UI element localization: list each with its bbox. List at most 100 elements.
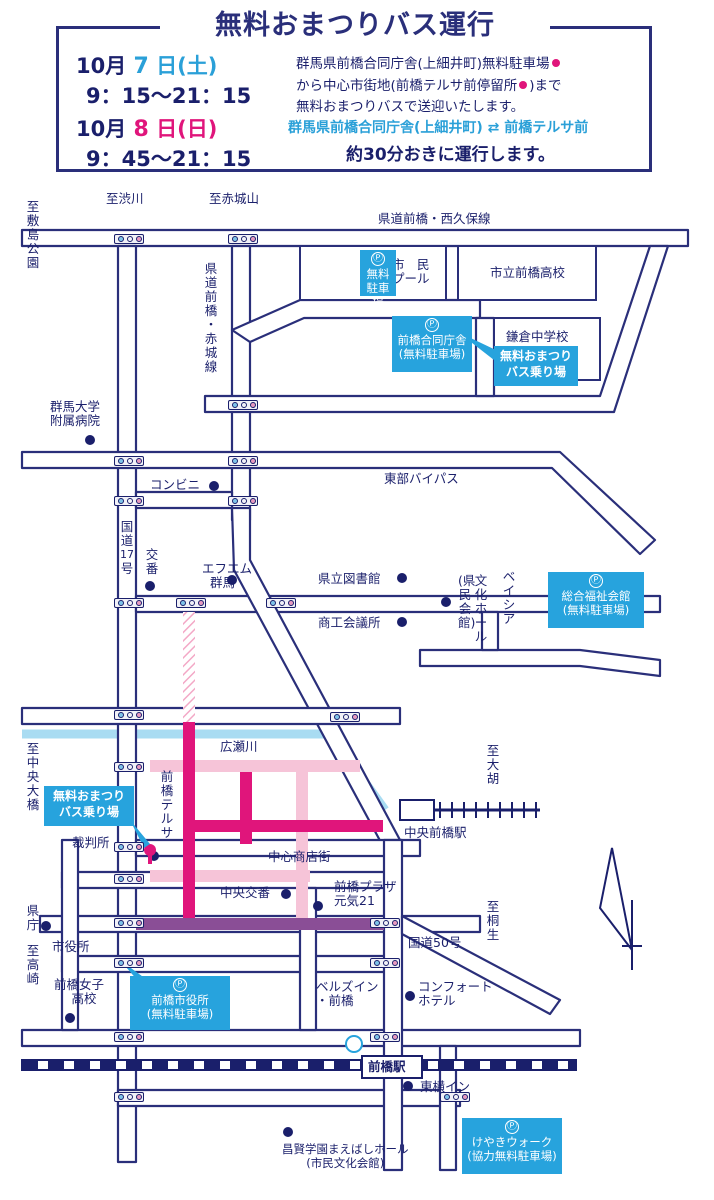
place-beisia-char: イ <box>502 583 516 598</box>
bus-stop-south-line: バス乗り場 <box>58 805 119 819</box>
bus-stop-north-line: バス乗り場 <box>505 365 566 379</box>
dir-shikishima-char: 公 <box>26 241 40 256</box>
place-bunka-char: 文 <box>474 573 488 588</box>
road-tobu-bypass <box>20 450 657 556</box>
road-diagonal-terusa <box>230 506 402 850</box>
desc-line-2-text: から中心市街地(前橋テルサ前停留所 <box>296 78 518 94</box>
label-tobu-bypass: 東部バイパス <box>384 471 459 486</box>
bus-stop-south-line: 無料おまつり <box>52 789 125 803</box>
parking-icon: Ⓟ <box>371 252 385 266</box>
place-fm-line: 群馬 <box>210 575 236 590</box>
place-konbini: コンビニ <box>150 477 201 492</box>
place-beisia-char: ア <box>502 611 516 626</box>
road-konbini-spur <box>134 490 234 510</box>
traffic-signal-icon <box>370 918 400 928</box>
day2-day-unit: 日 <box>156 117 178 141</box>
dir-shikishima: 至敷島公園 <box>26 200 40 270</box>
dir-ogo: 至大胡 <box>486 744 500 786</box>
label-kokudo50: 国道50号 <box>408 935 462 950</box>
place-ichiritsu-hs: 市立前橋高校 <box>490 265 566 280</box>
pin-icon <box>519 81 528 89</box>
marker-comfort <box>405 991 415 1001</box>
dir-kiryu-char: 生 <box>486 927 500 942</box>
traffic-signal-icon <box>114 598 144 608</box>
place-pool-line: 市 民 <box>392 257 430 272</box>
parking-shiyakusho-line: (無料駐車場) <box>146 1007 214 1021</box>
traffic-signal-icon <box>114 456 144 466</box>
place-beisia-char: シ <box>502 597 516 612</box>
label-kendo-akagi-char: 道 <box>204 275 218 290</box>
marker-bunka <box>441 597 451 607</box>
traffic-signal-icon <box>114 918 144 928</box>
parking-godo-line: (無料駐車場) <box>398 347 466 361</box>
pin-icon <box>551 59 560 67</box>
parking-fukushi-line: (無料駐車場) <box>562 603 630 617</box>
traffic-signal-icon <box>114 958 144 968</box>
place-gunma-hospital: 群馬大学 附属病院 <box>50 400 100 428</box>
traffic-signal-icon <box>114 234 144 244</box>
pink-zone-horizontal-top <box>150 760 360 772</box>
traffic-signal-icon <box>370 1032 400 1042</box>
road-south-4 <box>116 1088 462 1108</box>
place-fm-gunma: エフエム 群馬 <box>202 562 252 590</box>
place-kencho-char: 庁 <box>26 917 40 932</box>
parking-fukushi-line: 総合福祉会館 <box>561 589 631 603</box>
dir-takasaki-char: 高 <box>26 957 40 972</box>
interval-text: 約30分おきに運行します。 <box>346 145 555 165</box>
parking-icon: Ⓟ <box>425 318 439 332</box>
bus-stop-callout-north: 無料おまつり バス乗り場 <box>494 346 578 386</box>
traffic-signal-icon <box>228 456 258 466</box>
bus-pin-south-stem <box>148 854 152 864</box>
marker-fm <box>227 575 237 585</box>
place-bunka-char: ル <box>474 629 488 644</box>
rail-jr <box>21 1059 577 1071</box>
traffic-signal-icon <box>228 496 258 506</box>
label-kendo-akagi-char: 赤 <box>204 331 218 346</box>
label-kendo-akagi-char: 県 <box>204 261 218 276</box>
pink-zone-hatched <box>183 612 195 722</box>
place-plaza-line: 前橋プラザ <box>334 879 397 894</box>
place-chuo-maebashi-sta: 中央前橋駅 <box>404 825 467 840</box>
label-kokudo17-char: 道 <box>120 533 134 548</box>
label-kokudo17-char: 国 <box>120 519 134 534</box>
day2-date: 10月 8 日(日) <box>76 113 217 143</box>
route-text: 群馬県前橋合同庁舎(上細井町) ⇄ 前橋テルサ前 <box>288 120 589 136</box>
traffic-signal-icon <box>176 598 206 608</box>
place-kenmin-char: 会 <box>458 601 472 616</box>
dir-takasaki-char: 崎 <box>26 971 40 986</box>
road-godo-side <box>474 316 496 398</box>
magenta-route-horizontal <box>183 820 383 832</box>
kokudo50-purple <box>136 918 384 930</box>
parking-icon: Ⓟ <box>505 1120 519 1134</box>
place-bellsinn-line: ベルズイン <box>316 979 379 994</box>
place-fm-line: エフエム <box>202 561 253 576</box>
road-kendo-nishikubo <box>20 228 690 248</box>
place-comfort-line: ホテル <box>418 993 456 1008</box>
label-kendo-akagi-char: 前 <box>204 289 218 304</box>
place-bunka-char: 化 <box>474 587 488 602</box>
desc-line-3: 無料おまつりバスで送迎いたします。 <box>296 99 525 115</box>
road-east-diag <box>400 914 562 1016</box>
place-shimin-bunka-line: 昌賢学園まえばしホール <box>282 1142 409 1156</box>
place-maebashi-sta: 前橋駅 <box>368 1059 406 1074</box>
label-kokudo17-char: 号 <box>120 561 134 576</box>
magenta-route <box>183 722 383 920</box>
dir-shikishima-char: 敷 <box>26 213 40 228</box>
place-chamber: 商工会議所 <box>318 615 381 630</box>
station-parking-icon <box>345 1035 363 1053</box>
place-gunma-hospital-line: 附属病院 <box>50 413 101 428</box>
place-pref-library: 県立図書館 <box>318 571 381 586</box>
place-bunka-char: ー <box>474 615 488 630</box>
rail-jomo-ties <box>439 802 537 818</box>
parking-small: Ⓟ 無料 駐車場 <box>360 250 396 309</box>
road-south-3 <box>20 1028 582 1048</box>
dir-shikishima-char: 島 <box>26 227 40 242</box>
dir-ogo-char: 至 <box>486 743 500 758</box>
place-koban: 交番 <box>145 548 159 576</box>
desc-line-1-text: 群馬県前橋合同庁舎(上細井町)無料駐車場 <box>296 56 550 72</box>
place-shimin-bunka: 昌賢学園まえばしホール (市民文化会館) <box>282 1142 409 1170</box>
place-bunka-char: ホ <box>474 601 488 616</box>
place-terusa-char: サ <box>160 825 174 840</box>
north-arrow-outline <box>598 847 633 951</box>
marker-chamber <box>397 617 407 627</box>
